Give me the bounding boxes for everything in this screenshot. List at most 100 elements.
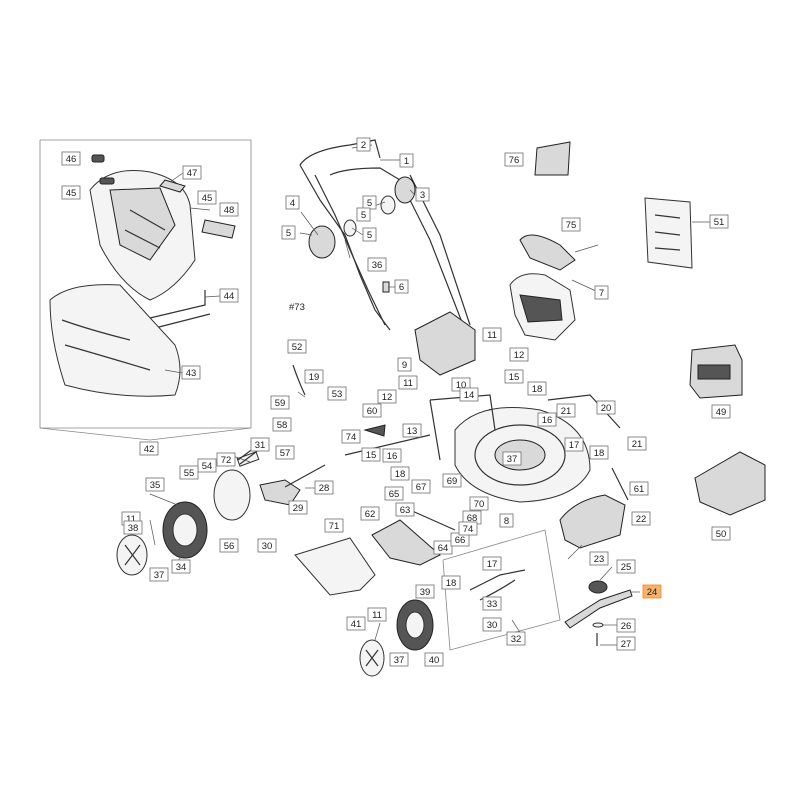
callout-text-l33: 33 xyxy=(487,599,498,610)
callout-text-l3: 3 xyxy=(420,190,425,201)
callout-box-l49 xyxy=(711,404,731,419)
catcher-handle-part xyxy=(149,290,211,329)
callout-box-l23 xyxy=(589,551,609,566)
callout-text-l20: 20 xyxy=(601,403,612,414)
callout-text-l1: 1 xyxy=(404,156,409,167)
callout-box-l74a xyxy=(341,429,361,444)
callout-l17a: 17 xyxy=(564,437,584,452)
callout-text-l51: 51 xyxy=(714,217,725,228)
callout-text-l52: 52 xyxy=(292,342,303,353)
callout-box-l40 xyxy=(424,652,444,667)
callout-box-l32 xyxy=(506,631,526,646)
callout-box-l60 xyxy=(362,403,382,418)
callout-box-l16b xyxy=(382,448,402,463)
callout-text-l37a: 37 xyxy=(507,454,518,465)
callout-box-l18c xyxy=(390,466,410,481)
callout-text-l72: 72 xyxy=(221,455,232,466)
callout-box-l38 xyxy=(123,520,143,535)
callout-l65: 65 xyxy=(384,486,404,501)
callout-l50: 50 xyxy=(711,526,731,541)
callout-text-l70: 70 xyxy=(474,499,485,510)
callout-box-l27 xyxy=(616,636,636,651)
callout-text-l49: 49 xyxy=(716,407,727,418)
callout-l55: 55 xyxy=(179,465,199,480)
callout-text-l56: 56 xyxy=(224,541,235,552)
callout-text-l76: 76 xyxy=(509,155,520,166)
callout-box-l28 xyxy=(314,480,334,495)
callout-l22: 22 xyxy=(631,511,651,526)
callout-box-l11d xyxy=(367,607,387,622)
callout-l20: 20 xyxy=(596,400,616,415)
callout-l71: 71 xyxy=(324,518,344,533)
callout-l69: 69 xyxy=(442,473,462,488)
callout-l45a: 45 xyxy=(61,185,81,200)
callout-text-l22: 22 xyxy=(636,514,647,525)
callout-l9: 9 xyxy=(397,357,412,372)
callout-text-l55: 55 xyxy=(184,468,195,479)
callout-text-l59: 59 xyxy=(275,398,286,409)
callout-text-l40: 40 xyxy=(429,655,440,666)
callout-box-l74b xyxy=(458,521,478,536)
callout-l58: 58 xyxy=(272,417,292,432)
charger-part xyxy=(694,451,766,516)
callout-l67: 67 xyxy=(411,479,431,494)
callout-box-l65 xyxy=(384,486,404,501)
callout-l73: #73 xyxy=(289,302,305,313)
lever-part xyxy=(292,364,306,396)
callout-l43: 43 xyxy=(181,365,201,380)
callout-text-l46: 46 xyxy=(66,154,77,165)
callout-box-l1 xyxy=(399,153,414,168)
callout-l33: 33 xyxy=(482,596,502,611)
callout-l16a: 16 xyxy=(537,412,557,427)
callout-text-l13: 13 xyxy=(407,426,418,437)
callout-l8: 8 xyxy=(499,513,514,528)
callout-l26: 26 xyxy=(616,618,636,633)
callout-box-l4 xyxy=(285,195,300,210)
callout-box-l31 xyxy=(250,437,270,452)
callout-box-l15a xyxy=(504,369,524,384)
callout-box-l44 xyxy=(219,288,239,303)
callout-box-l19 xyxy=(304,369,324,384)
callout-box-l42 xyxy=(139,441,159,456)
callout-text-l73: #73 xyxy=(289,302,305,313)
callout-text-l28: 28 xyxy=(319,483,330,494)
callout-text-l10: 10 xyxy=(456,380,467,391)
callout-l48: 48 xyxy=(219,202,239,217)
callout-box-l48 xyxy=(219,202,239,217)
callout-box-l50 xyxy=(711,526,731,541)
callout-box-l2 xyxy=(356,137,371,152)
callout-l49: 49 xyxy=(711,404,731,419)
callout-text-l21b: 21 xyxy=(632,439,643,450)
leader-lines xyxy=(149,144,725,651)
callout-text-l63: 63 xyxy=(400,505,411,516)
callout-text-l65: 65 xyxy=(389,489,400,500)
callout-l18b: 18 xyxy=(589,445,609,460)
callout-text-l66: 66 xyxy=(455,535,466,546)
callout-box-l58 xyxy=(272,417,292,432)
callout-text-l61: 61 xyxy=(634,484,645,495)
callout-text-l16a: 16 xyxy=(542,415,553,426)
callout-text-l62: 62 xyxy=(365,509,376,520)
callout-text-l45a: 45 xyxy=(66,188,77,199)
rod-13-part xyxy=(344,434,431,456)
callout-text-l30b: 30 xyxy=(487,620,498,631)
callout-l30b: 30 xyxy=(482,617,502,632)
flap-part xyxy=(534,141,571,176)
callout-box-l59 xyxy=(270,395,290,410)
callout-text-l12a: 12 xyxy=(514,350,525,361)
callout-l2: 2 xyxy=(356,137,371,152)
callout-text-l17a: 17 xyxy=(569,440,580,451)
callout-l5a: 5 xyxy=(362,195,377,210)
callout-box-l29 xyxy=(288,500,308,515)
callout-box-l20 xyxy=(596,400,616,415)
callout-box-l14 xyxy=(459,387,479,402)
callout-l18c: 18 xyxy=(390,466,410,481)
callout-l11d: 11 xyxy=(367,607,387,622)
strip-part xyxy=(159,179,186,193)
callout-l59: 59 xyxy=(270,395,290,410)
callout-l29: 29 xyxy=(288,500,308,515)
rear-cover-part xyxy=(414,311,476,376)
callout-l45b: 45 xyxy=(197,190,217,205)
callout-box-l5d xyxy=(356,207,371,222)
callout-box-l30b xyxy=(482,617,502,632)
